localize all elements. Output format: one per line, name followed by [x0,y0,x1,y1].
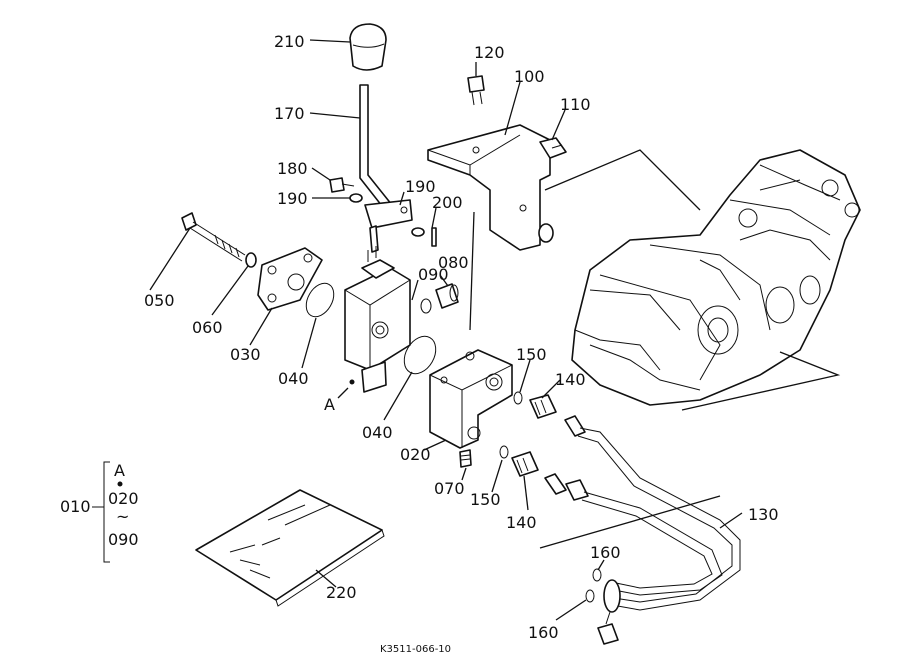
label-190-left: 190 [277,189,308,208]
lever-bracket [364,199,413,253]
manifold-020 [429,349,513,449]
bracket-100 [427,124,554,251]
label-150-lower: 150 [470,490,501,509]
bolt-180 [329,177,355,193]
label-100: 100 [514,67,545,86]
o-ring-040-left [305,282,335,318]
fitting-140-upper [529,394,557,419]
label-210: 210 [274,32,305,51]
label-080: 080 [438,253,469,272]
pin-200 [431,227,437,247]
o-ring-160-lower [585,589,595,603]
label-150-upper: 150 [516,345,547,364]
label-020: 020 [400,445,431,464]
label-180: 180 [277,159,308,178]
label-220: 220 [326,583,357,602]
label-090: 090 [418,265,449,284]
label-110: 110 [560,95,591,114]
lever-170 [359,84,401,221]
fitting-110 [539,137,567,159]
cover-plate-030 [257,247,323,311]
o-ring-090 [420,298,432,314]
label-140-lower: 140 [506,513,537,532]
pipe-assembly-130 [544,415,741,613]
label-060: 060 [192,318,223,337]
label-160-upper: 160 [590,543,621,562]
o-ring-040-right [403,335,437,375]
label-040-left: 040 [278,369,309,388]
label-160-lower: 160 [528,623,559,642]
set-label-010: 010 [60,497,91,516]
leader-lines [149,39,841,621]
label-140-upper: 140 [555,370,586,389]
washer-190-left [349,193,363,203]
manual-220 [195,489,385,607]
label-070: 070 [434,479,465,498]
callout-labels: 210 170 180 190 190 200 120 100 110 050 … [144,32,779,642]
bolt-120 [467,75,485,106]
set-top-marker: A [114,461,125,480]
o-ring-150-lower [499,445,509,459]
set-range-from: 020 [108,489,139,508]
set-range-separator: ~ [116,507,129,526]
label-040-right: 040 [362,423,393,442]
o-ring-160-upper [592,568,602,582]
set-range-to: 090 [108,530,139,549]
washer-190-right [411,227,425,237]
fitting-140-lower [511,451,539,477]
plug-070 [459,449,472,468]
knob-210 [349,23,387,71]
label-030: 030 [230,345,261,364]
transmission-housing [571,149,861,406]
label-170: 170 [274,104,305,123]
label-200: 200 [432,193,463,212]
label-130: 130 [748,505,779,524]
o-ring-150-upper [513,391,523,405]
control-valve-body [344,246,411,393]
label-A-marker: A [324,395,335,414]
label-190-right: 190 [405,177,436,196]
washer-060 [245,252,257,268]
set-bracket [92,461,123,563]
label-050: 050 [144,291,175,310]
bolt-050 [181,212,246,262]
bolt-pipe-bracket [597,611,619,645]
label-120: 120 [474,43,505,62]
set-group-legend: 010 A 020 ~ 090 [60,461,139,549]
plug-080 [435,283,459,309]
drawing-code: K3511-066-10 [380,644,451,655]
